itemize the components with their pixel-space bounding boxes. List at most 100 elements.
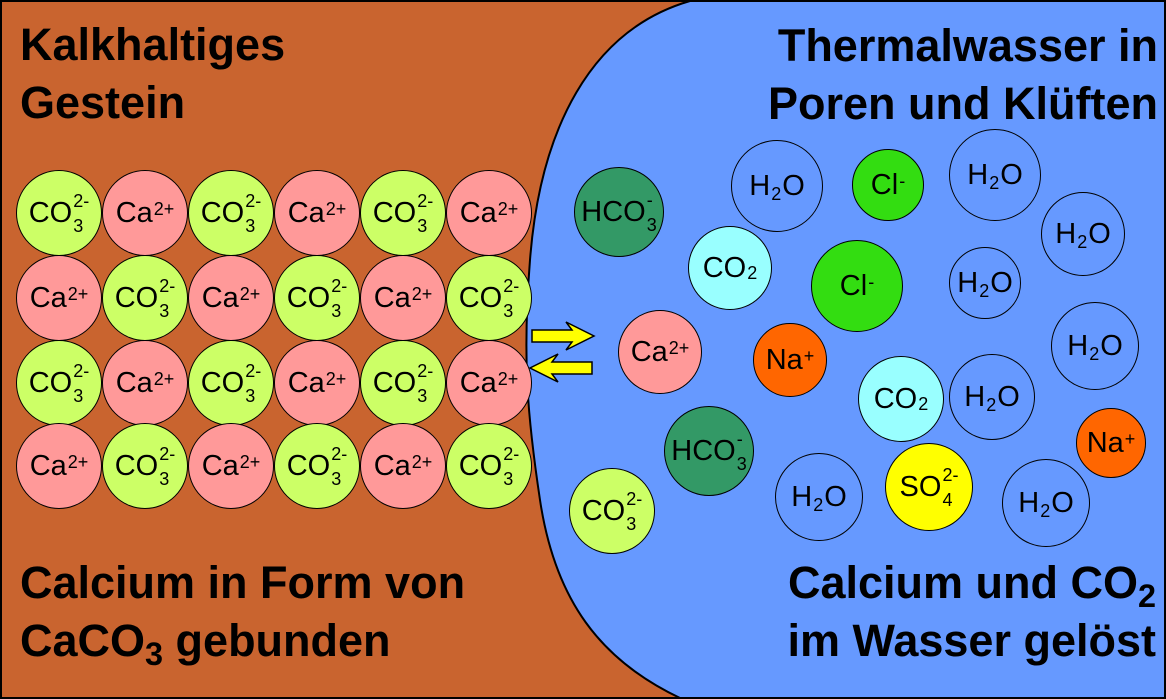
ca-charge: 2+ — [411, 452, 433, 472]
co3-subscript: 3 — [417, 216, 428, 236]
hco3-subscript: 3 — [736, 454, 747, 474]
co3-charge: 2- — [159, 444, 176, 464]
co3-charge: 2- — [159, 276, 176, 296]
co3-charge: 2- — [73, 361, 90, 381]
co3-indices: 2-3 — [159, 277, 175, 320]
co3-subscript: 3 — [503, 469, 514, 489]
ca-charge: 2+ — [325, 199, 347, 219]
co3-charge: 2- — [417, 191, 434, 211]
hco3-symbol: HCO — [671, 434, 736, 467]
co3-symbol: CO — [458, 449, 503, 482]
h2o-oxygen: O — [1088, 217, 1111, 250]
h2o-oxygen: O — [997, 380, 1020, 413]
co2-subscript: 2 — [747, 263, 758, 283]
na-indices: + — [1125, 430, 1136, 451]
ca-indices: 2+ — [154, 200, 175, 221]
ca-indices: 2+ — [326, 370, 347, 391]
co2-indices: 2 — [747, 260, 757, 282]
ca-symbol: Ca — [201, 281, 239, 314]
ca-charge: 2+ — [239, 284, 261, 304]
h2o-hydrogen: H — [791, 480, 813, 513]
co3-indices: 2-3 — [503, 445, 519, 488]
ca-symbol: Ca — [459, 366, 497, 399]
co3-symbol: CO — [114, 281, 159, 314]
co3-symbol: CO — [372, 366, 417, 399]
dissolved-cl-ion: Cl- — [852, 149, 924, 221]
co3-subscript: 3 — [245, 216, 256, 236]
ca-charge: 2+ — [67, 452, 89, 472]
h2o-oxygen: O — [1051, 486, 1074, 519]
co3-charge: 2- — [245, 191, 262, 211]
water-caption-line-1: Calcium und CO2 — [788, 554, 1156, 612]
ca-symbol: Ca — [630, 335, 668, 368]
co3-indices: 2-3 — [245, 362, 261, 405]
ca-charge: 2+ — [239, 452, 261, 472]
hco3-subscript: 3 — [646, 215, 657, 235]
cl-indices: - — [868, 273, 874, 294]
ca-symbol: Ca — [201, 449, 239, 482]
co3-symbol: CO — [200, 366, 245, 399]
co3-symbol: CO — [28, 196, 73, 229]
h2o-subscript: 2 — [1089, 343, 1100, 364]
na-symbol: Na — [765, 343, 803, 376]
water-title-line-2: Poren und Klüften — [768, 78, 1158, 129]
water-title-line-1: Thermalwasser in — [777, 20, 1158, 71]
ca-indices: 2+ — [498, 370, 519, 391]
na-indices: + — [804, 347, 815, 368]
co3-subscript: 3 — [73, 386, 84, 406]
co3-indices: 2-3 — [73, 192, 89, 235]
ca-symbol: Ca — [29, 281, 67, 314]
ca-indices: 2+ — [240, 453, 261, 474]
ca-indices: 2+ — [412, 453, 433, 474]
co3-charge: 2- — [626, 489, 643, 509]
co3-subscript: 3 — [331, 469, 342, 489]
rock-caption: Calcium in Form von CaCO3 gebunden — [20, 554, 465, 670]
h2o-hydrogen: H — [967, 158, 989, 191]
co3-subscript: 3 — [159, 469, 170, 489]
hco3-charge: - — [646, 190, 653, 210]
co3-subscript: 3 — [159, 301, 170, 321]
so4-indices: 2-4 — [942, 466, 958, 509]
rock-caption-bound: gebunden — [163, 615, 391, 666]
water-caption-line-2: im Wasser gelöst — [787, 615, 1156, 666]
ca-indices: 2+ — [669, 339, 690, 360]
cl-indices: - — [899, 172, 905, 193]
co3-symbol: CO — [286, 449, 331, 482]
co3-symbol: CO — [458, 281, 503, 314]
cl-charge: - — [868, 272, 875, 292]
exchange-arrows — [528, 321, 596, 383]
co3-symbol: CO — [114, 449, 159, 482]
so4-charge: 2- — [942, 465, 959, 485]
ca-indices: 2+ — [68, 453, 89, 474]
h2o-hydrogen: H — [1067, 329, 1089, 362]
co3-charge: 2- — [245, 361, 262, 381]
cl-charge: - — [899, 171, 906, 191]
co3-indices: 2-3 — [159, 445, 175, 488]
rock-caption-line-1: Calcium in Form von — [20, 557, 466, 608]
ca-symbol: Ca — [373, 449, 411, 482]
co3-indices: 2-3 — [331, 445, 347, 488]
so4-symbol: SO — [899, 470, 942, 503]
h2o-hydrogen: H — [964, 380, 986, 413]
ca-charge: 2+ — [67, 284, 89, 304]
co3-symbol: CO — [286, 281, 331, 314]
hco3-indices: -3 — [647, 191, 657, 234]
co2-subscript: 2 — [1137, 578, 1156, 615]
